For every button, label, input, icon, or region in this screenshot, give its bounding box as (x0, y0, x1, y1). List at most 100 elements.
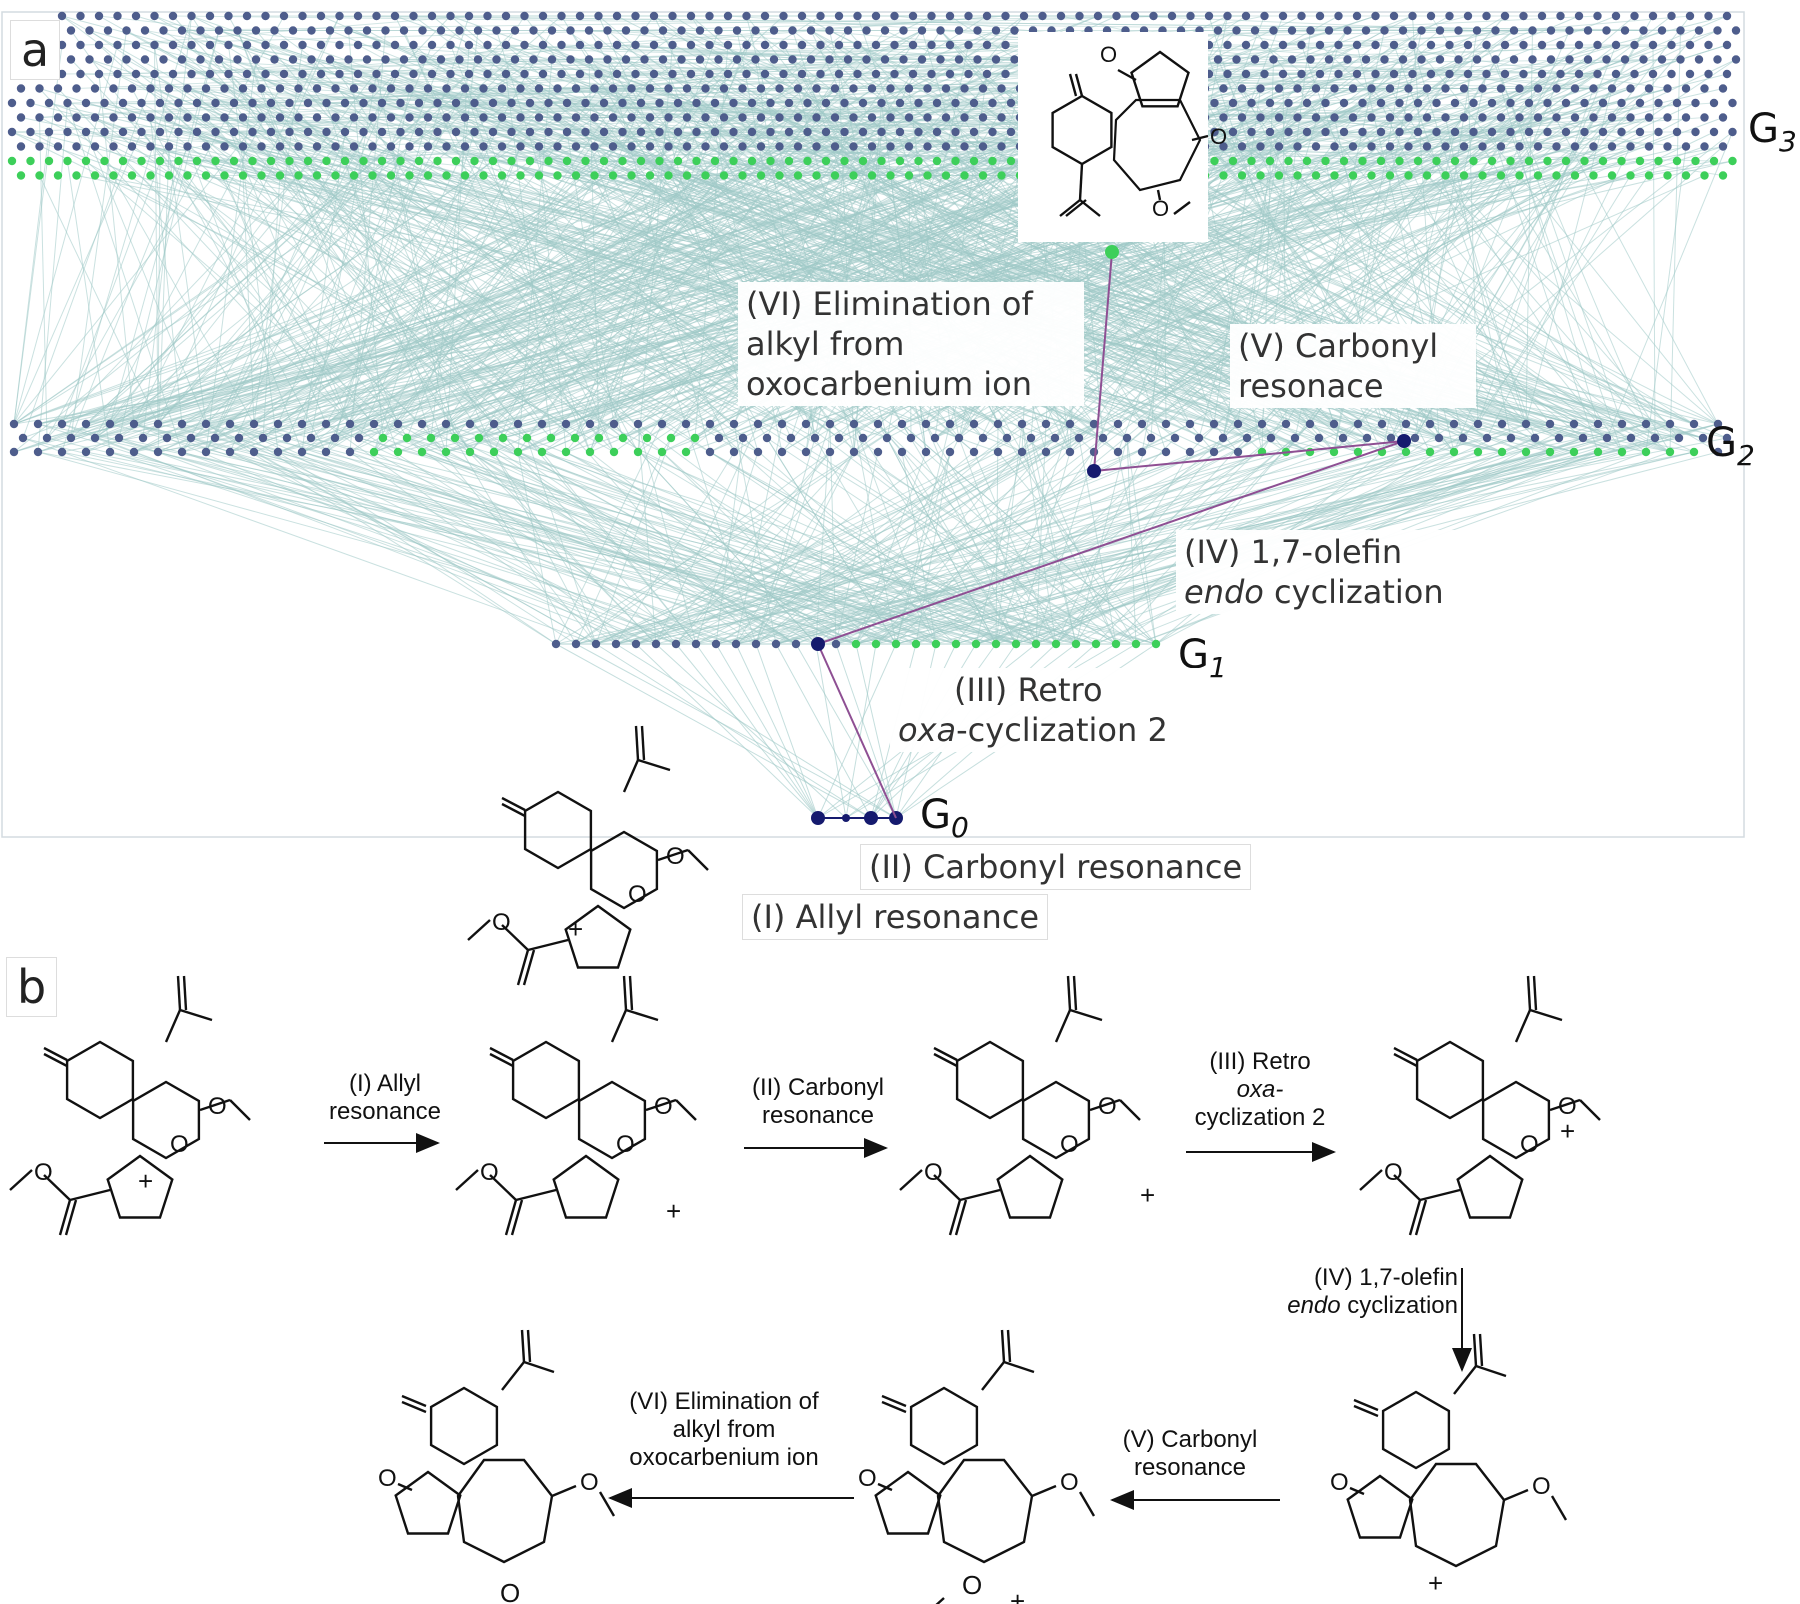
network-node (1704, 40, 1713, 50)
network-edge (187, 117, 1604, 162)
network-edge (349, 423, 1017, 645)
network-edge (118, 30, 220, 439)
network-node (1324, 55, 1334, 64)
network-edge (348, 30, 384, 439)
network-node (1385, 84, 1395, 93)
network-node (349, 84, 359, 93)
network-node (1694, 55, 1704, 64)
network-node (853, 69, 862, 79)
network-node (964, 40, 973, 50)
network-node (303, 98, 313, 108)
network-edge (172, 15, 552, 439)
network-node (331, 84, 340, 93)
network-node (1435, 26, 1445, 35)
network-node (1001, 40, 1010, 50)
network-node (427, 40, 437, 50)
network-node (803, 98, 812, 108)
network-node (57, 11, 67, 21)
network-node (705, 11, 714, 21)
network-edge (715, 451, 1551, 645)
network-node (344, 55, 353, 64)
network-node (1361, 26, 1371, 35)
network-edge (1054, 146, 1298, 439)
network-edge (1006, 117, 1502, 439)
network-edge (22, 437, 597, 645)
network-node (1630, 69, 1639, 79)
network-edge (1426, 175, 1656, 439)
network-node (35, 84, 44, 93)
network-node (103, 26, 113, 35)
network-node (1574, 69, 1584, 79)
network-node (779, 11, 788, 21)
network-edge (1021, 451, 1117, 645)
network-node (1704, 69, 1713, 79)
network-edge (242, 88, 799, 118)
network-node (594, 69, 603, 79)
network-node (150, 40, 159, 50)
network-edge (187, 44, 1691, 89)
network-node (150, 69, 159, 79)
network-node (353, 11, 363, 21)
network-node (982, 69, 992, 79)
network-node (353, 40, 363, 50)
network-edge (635, 423, 1119, 645)
network-edge (735, 451, 855, 645)
network-node (279, 40, 289, 50)
network-node (1358, 98, 1367, 108)
network-node (177, 26, 187, 35)
network-node (1482, 40, 1491, 50)
network-node (344, 26, 353, 35)
network-node (294, 113, 303, 122)
network-node (1667, 11, 1676, 21)
network-edge (329, 59, 1594, 89)
network-node (705, 40, 714, 50)
network-node (1593, 11, 1602, 21)
network-node (483, 11, 492, 21)
network-node (196, 26, 205, 35)
network-node (1204, 11, 1214, 21)
network-node (118, 98, 128, 108)
network-edge (400, 73, 525, 133)
network-node (1602, 55, 1611, 64)
network-edge (1054, 73, 1543, 439)
network-node (673, 98, 683, 108)
network-edge (181, 44, 1080, 425)
network-node (72, 84, 81, 93)
network-edge (1417, 59, 1515, 104)
network-edge (795, 643, 897, 819)
network-node (307, 55, 316, 64)
network-edge (1045, 160, 1604, 453)
network-edge (349, 423, 697, 645)
network-edge (85, 131, 1287, 425)
network-edge (595, 423, 1503, 645)
network-node (473, 26, 483, 35)
network-edge (603, 160, 1354, 176)
network-edge (325, 15, 655, 453)
network-node (991, 26, 1001, 35)
network-node (1611, 11, 1621, 21)
network-node (1339, 98, 1349, 108)
network-node (1075, 11, 1084, 21)
network-node (1380, 26, 1389, 35)
network-node (627, 84, 636, 93)
network-edge (779, 59, 1644, 118)
network-node (806, 55, 816, 64)
network-edge (215, 131, 1520, 176)
network-node (1454, 55, 1463, 64)
network-edge (757, 423, 1117, 645)
network-node (131, 11, 141, 21)
network-node (1472, 55, 1482, 64)
network-node (618, 98, 627, 108)
network-node (1260, 40, 1269, 50)
network-node (275, 84, 285, 93)
network-node (224, 11, 233, 21)
network-node (534, 84, 544, 93)
network-node (1487, 98, 1497, 108)
network-node (66, 26, 76, 35)
network-node (1274, 84, 1284, 93)
network-edge (594, 146, 759, 425)
network-node (1223, 11, 1232, 21)
network-node (127, 113, 137, 122)
network-node (760, 11, 770, 21)
network-edge (454, 30, 756, 439)
